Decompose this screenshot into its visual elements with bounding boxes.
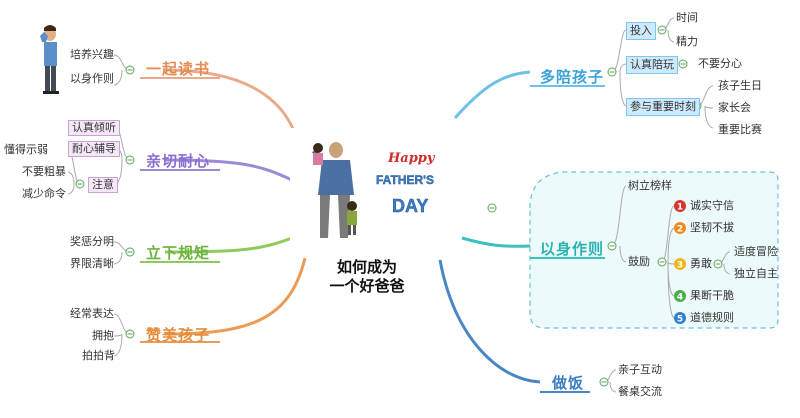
branch-praise[interactable]: 赞美孩子 [146, 326, 211, 344]
link-reading [164, 68, 302, 153]
node-interaction[interactable]: 亲子互动 [618, 363, 662, 376]
node-role-model[interactable]: 树立榜样 [628, 179, 672, 192]
branch-rules[interactable]: 立下规矩 [146, 244, 211, 262]
center-image: Happy FATHER'S DAY [290, 128, 450, 246]
node-encourage[interactable]: 鼓励 [628, 255, 650, 268]
node-decisive[interactable]: 果断干脆 [690, 289, 734, 302]
node-boundaries[interactable]: 界限清晰 [70, 257, 114, 270]
node-birthday[interactable]: 孩子生日 [718, 79, 762, 92]
node-focus[interactable]: 不要分心 [698, 57, 742, 70]
node-express-often[interactable]: 经常表达 [70, 307, 114, 320]
svg-text:1: 1 [677, 203, 683, 213]
link-cook [438, 259, 541, 384]
node-listen[interactable]: 认真倾听 [68, 120, 120, 136]
svg-text:4: 4 [677, 293, 683, 303]
card-word-day: DAY [392, 196, 428, 216]
node-big-game[interactable]: 重要比赛 [718, 123, 762, 136]
node-pat-back[interactable]: 拍拍背 [82, 349, 115, 362]
branch-example[interactable]: 以身作则 [540, 240, 605, 258]
branch-reading[interactable]: 一起读书 [146, 60, 211, 78]
node-invest[interactable]: 投入 [626, 22, 656, 40]
node-rewards[interactable]: 奖惩分明 [70, 235, 114, 248]
link-patience [164, 158, 293, 182]
node-independence[interactable]: 独立自主 [734, 267, 778, 280]
node-morals[interactable]: 道德规则 [690, 311, 734, 324]
node-not-rough[interactable]: 不要粗暴 [22, 165, 66, 178]
svg-text:3: 3 [677, 261, 683, 271]
node-cultivate-interest[interactable]: 培养兴趣 [70, 48, 114, 61]
branch-patience[interactable]: 亲切耐心 [146, 152, 211, 170]
node-energy[interactable]: 精力 [676, 35, 698, 48]
branch-accompany[interactable]: 多陪孩子 [540, 68, 605, 86]
center-title: 如何成为 一个好爸爸 [312, 258, 422, 296]
svg-text:5: 5 [677, 315, 683, 325]
node-moments[interactable]: 参与重要时刻 [626, 98, 700, 116]
link-praise [164, 257, 307, 336]
node-perseverance[interactable]: 坚韧不拔 [690, 221, 734, 234]
node-time[interactable]: 时间 [676, 11, 698, 24]
man-reading-icon [40, 25, 59, 94]
link-example [461, 236, 531, 248]
example-frame [529, 171, 779, 329]
node-play[interactable]: 认真陪玩 [626, 56, 678, 74]
link-rules [164, 236, 293, 254]
card-word-fathers: FATHER'S [376, 173, 434, 187]
node-fewer-orders[interactable]: 减少命令 [22, 187, 66, 200]
node-tutor[interactable]: 耐心辅导 [68, 141, 120, 157]
svg-text:2: 2 [677, 225, 683, 235]
node-honesty[interactable]: 诚实守信 [690, 199, 734, 212]
node-parent-meeting[interactable]: 家长会 [718, 101, 751, 114]
center-title-line1: 如何成为 [336, 258, 397, 276]
node-show-weakness[interactable]: 懂得示弱 [4, 143, 48, 156]
node-lead-by-example[interactable]: 以身作则 [70, 72, 114, 85]
node-attention[interactable]: 注意 [88, 177, 118, 193]
node-table-talk[interactable]: 餐桌交流 [618, 385, 662, 398]
node-moderate-risk[interactable]: 适度冒险 [734, 245, 778, 258]
branch-cook[interactable]: 做饭 [552, 374, 585, 392]
card-word-happy: Happy [387, 151, 436, 166]
center-title-line2: 一个好爸爸 [329, 277, 405, 295]
node-hug[interactable]: 拥抱 [92, 329, 114, 342]
node-brave[interactable]: 勇敢 [690, 257, 712, 270]
link-accompany [453, 70, 531, 119]
